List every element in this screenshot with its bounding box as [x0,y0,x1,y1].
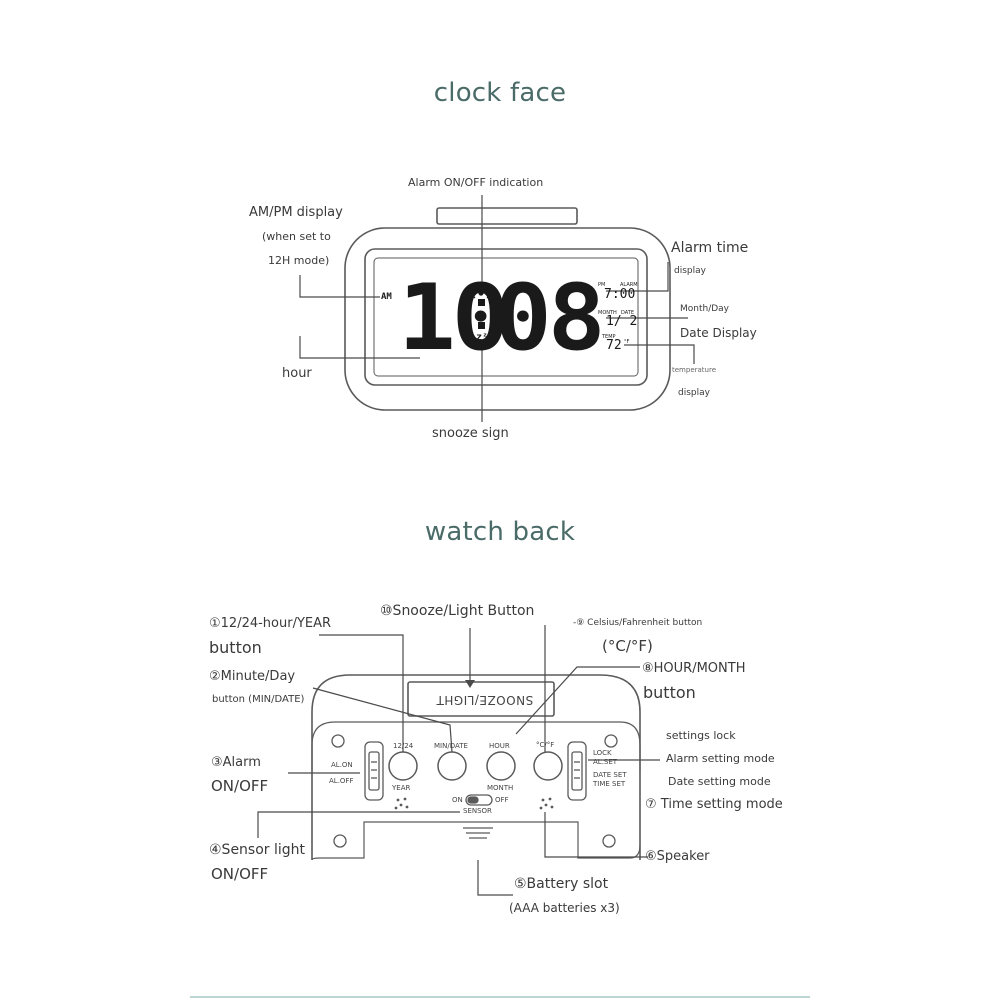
snooze-light-panel: SNOOZE/LIGHT [436,693,534,707]
screw-holes [331,734,618,848]
lcd-colon [478,299,485,329]
snooze-arrow [465,680,475,688]
label-min-date-button: button (MIN/DATE) [212,694,305,705]
face-leaders [299,195,695,422]
switch-date-set: DATE SET [593,771,627,779]
lcd-date-tag: DATE [621,310,635,316]
switch-al-set: AL.SET [593,758,618,766]
label-settings-lock: settings lock [666,729,736,742]
back-leaders [257,625,660,896]
lcd-date: 1/ 2 [606,314,638,329]
label-hour: hour [282,366,312,381]
label-sensor-onoff: ON/OFF [211,865,269,883]
label-date-display: Date Display [680,326,757,340]
alarm-on-icon [472,287,490,299]
lcd-temp: 72 [606,338,622,353]
battery-grip [463,827,493,839]
button-month-label: MONTH [487,784,514,792]
label-alarm-onoff: ON/OFF [211,777,269,795]
lcd-temp-unit: °F [624,339,630,345]
label-aaa-batteries: (AAA batteries x3) [509,901,620,915]
button-year-label: YEAR [392,784,411,792]
lcd-alarm-time: 7:00 [604,287,636,302]
button-min-date-label: MIN/DATE [434,742,468,750]
label-snooze-sign: snooze sign [432,426,509,441]
lcd-pm-tag: PM [598,282,606,288]
lcd-month-tag: MONTH [598,310,617,316]
clock-face-title: clock face [433,78,567,108]
label-minute-day: ②Minute/Day [209,669,296,684]
lcd-hours: 10 [398,264,510,371]
label-time-setting-mode: ⑦ Time setting mode [645,797,783,812]
side-switches [364,741,587,801]
switch-lock: LOCK [593,749,612,757]
button-12-24-label: 12/24 [393,742,414,750]
label-sensor-light: ④Sensor light [209,842,306,858]
label-hour-month: ⑧HOUR/MONTH [642,661,746,676]
label-12-24-year: ①12/24-hour/YEAR [209,616,332,631]
back-body-outline [311,674,641,860]
label-alarm: ③Alarm [211,755,261,770]
back-inner-top [311,721,641,770]
label-alarm-time: Alarm time [671,240,749,256]
lcd-alarm-tag: ALARM [620,282,638,288]
speaker-dots [539,797,554,810]
snooze-panel-outline [407,681,555,717]
clock-face-body [344,227,671,411]
label-celsius-fahrenheit: -⑨ Celsius/Fahrenheit button [573,618,703,628]
sensor-label: SENSOR [463,807,492,815]
label-temperature: temperature [672,366,716,374]
label-alarm-setting-mode: Alarm setting mode [666,752,775,765]
sensor-off: OFF [495,796,509,804]
label-hour-month-button: button [643,683,696,702]
lcd-bezel [364,248,648,386]
label-snooze-light: ⑩Snooze/Light Button [380,603,535,619]
button-cf-label: °C/°F [536,741,555,749]
back-buttons [388,751,563,781]
lcd-minutes: 08 [494,264,606,371]
label-alarm-indication: Alarm ON/OFF indication [408,176,544,189]
switch-al-on: AL.ON [331,761,353,769]
label-month-day: Month/Day [680,304,730,314]
clock-top-button [436,207,578,225]
switch-time-set: TIME SET [593,780,626,788]
lcd-snooze-sign: zᶻ [476,332,489,343]
label-12-24-button: button [209,638,262,657]
label-ampm-3: 12H mode) [268,254,330,267]
sensor-toggle [465,794,493,806]
sensor-on: ON [452,796,463,804]
label-alarm-time-2: display [674,266,706,276]
label-battery-slot: ⑤Battery slot [514,876,609,892]
lcd-temp-tag: TEMP [602,334,616,340]
lcd-screen [373,257,639,377]
switch-al-off: AL.OFF [329,777,354,785]
battery-door [311,821,641,861]
label-speaker: ⑥Speaker [645,849,710,864]
sensor-dots [394,797,409,810]
watch-back-title: watch back [424,517,576,547]
button-hour-label: HOUR [489,742,510,750]
label-ampm-2: (when set to [262,230,331,243]
lcd-am: AM [381,292,392,302]
label-ampm: AM/PM display [249,205,343,220]
label-cf: (°C/°F) [602,637,653,655]
label-date-setting-mode: Date setting mode [668,775,771,788]
footer-divider [190,996,810,998]
label-temperature-2: display [678,388,710,398]
